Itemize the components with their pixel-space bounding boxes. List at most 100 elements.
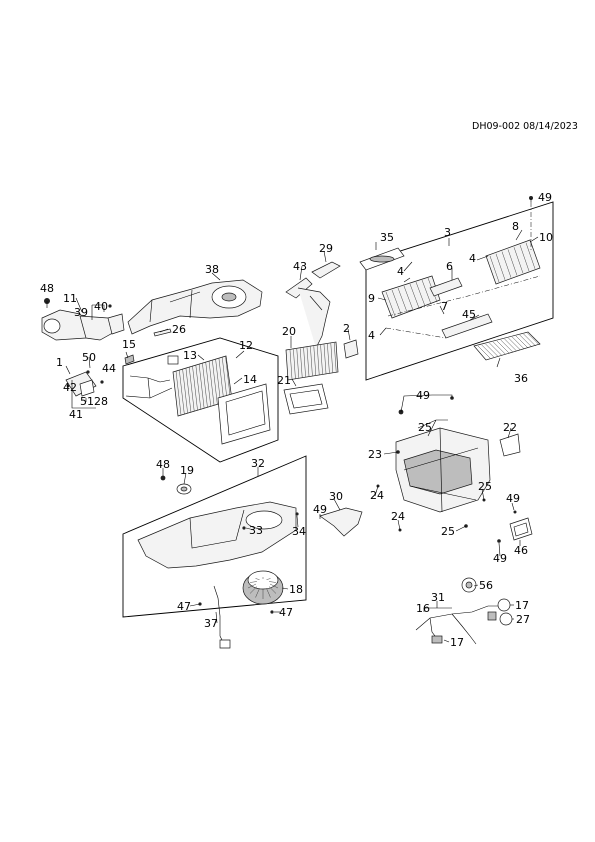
link-6 [429,277,463,297]
heater-core-fin [327,343,330,373]
cabin-filter-pleat [527,332,540,346]
blower-housing-32 [137,501,297,569]
leader-lines [46,198,539,643]
cabin-filter-pleat [508,337,521,351]
bracket-39-40 [107,304,125,335]
mode-door-slat [513,247,524,274]
fastener-47-right [270,610,274,614]
mode-door-slat [507,249,518,276]
evaporator-fin [185,367,192,413]
cabin-filter-pleat [496,340,510,354]
heater-core-fin [306,347,310,377]
seal-strip-26 [153,328,172,337]
cabin-filter-pleat [504,338,517,352]
assembly-line-3 [385,202,541,339]
mode-door-actuator-11 [41,309,119,341]
mode-door-slat [501,251,512,278]
callout-17-lower: 17 [450,636,464,649]
callout-30: 30 [329,490,343,503]
cabin-filter-pleat [485,343,498,357]
evaporator-fin [218,357,225,403]
callout-39: 39 [74,306,88,319]
heater-core-fin [299,348,303,378]
callout-4-a: 4 [397,265,404,278]
heater-pipe-43 [285,277,331,349]
blend-door-slat [391,289,402,315]
callout-46: 46 [514,544,528,557]
callout-17-upper: 17 [515,599,529,612]
evaporator-pipe [125,375,173,399]
callout-21: 21 [277,374,291,387]
evaporator-fin [225,355,231,401]
blower-motor-18 [242,570,284,605]
cabin-filter-pleat [515,335,529,349]
clip-15 [124,354,135,365]
blower-fan-blade [269,583,279,589]
cabin-filter-pleat [493,341,506,355]
group-frame-32 [122,455,307,618]
callout-49-duct: 49 [313,503,327,516]
callout-43: 43 [293,260,307,273]
callout-19: 19 [180,464,194,477]
duct-adapter-22 [499,433,521,457]
callout-12: 12 [239,339,253,352]
callout-44: 44 [102,362,116,375]
callout-25-a: 25 [418,421,432,434]
evaporator-fin [179,369,185,415]
blend-door-slat [397,287,408,313]
callout-23: 23 [368,448,382,461]
sensor-17-upper [497,598,511,612]
callout-49: 49 [538,191,552,204]
heater-core-fin [296,348,300,378]
callout-56: 56 [479,579,493,592]
callout-4-b: 4 [469,252,476,265]
blend-door-slat [421,279,432,305]
heater-core-fin [289,349,293,380]
blend-door-slat [385,291,396,317]
callout-28: 28 [94,395,108,408]
evaporator-fin [208,360,215,406]
fastener-19 [176,483,192,495]
callout-31: 31 [431,591,445,604]
heater-core-20 [285,341,339,381]
callout-18: 18 [289,583,303,596]
blower-fan-blade [268,586,277,594]
evaporator-fin [175,370,182,416]
sensor-27 [499,612,513,626]
cabin-filter-pleat [500,339,513,353]
cabin-filter-pleat [481,344,494,358]
callout-2: 2 [343,322,350,335]
callout-25-c: 25 [441,525,455,538]
evaporator-cover-14 [217,383,271,445]
evaporator-fin [212,359,218,405]
callout-16: 16 [416,602,430,615]
seal-46 [509,517,533,541]
cabin-filter-pleat [512,336,525,350]
mode-door-slat [495,253,506,280]
callout-24-a: 24 [370,489,384,502]
heater-core-fin [310,346,313,376]
clamp-2 [343,339,359,359]
callout-8: 8 [512,220,519,233]
grommet-35-slot [369,255,395,263]
callout-4-c: 4 [368,329,375,342]
duct-30 [319,507,363,537]
callout-49-case-bottom: 49 [493,552,507,565]
callout-35: 35 [380,231,394,244]
blower-fan-blade [247,583,257,589]
cabin-filter-pleat [523,333,536,347]
group-frame-12 [122,337,279,463]
mode-door-slat [489,255,500,283]
callout-47-left: 47 [177,600,191,613]
callout-20: 20 [282,325,296,338]
callout-50: 50 [82,351,96,364]
wiring-harness-16 [415,605,500,645]
filter-door-45 [441,313,493,339]
evaporator-fin [195,364,202,410]
evaporator-fin [221,356,228,402]
fastener-48-lower [160,475,166,481]
callout-15: 15 [122,338,136,351]
heater-core-fin [313,346,317,376]
callout-24-b: 24 [391,510,405,523]
callout-3: 3 [444,226,451,239]
